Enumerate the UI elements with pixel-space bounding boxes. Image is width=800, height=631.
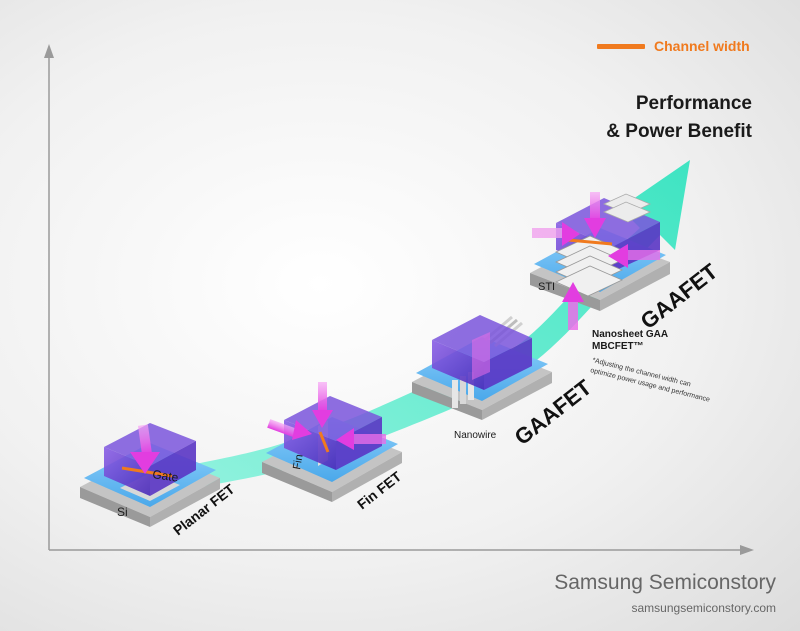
finfet-force-arrow-left <box>267 419 299 438</box>
fin-label: Fin <box>291 453 305 470</box>
si-label: Si <box>117 505 128 519</box>
nanosheet-force-arrow-bottom <box>568 300 578 330</box>
planar-fet-device <box>80 423 220 527</box>
nanowire-pink-glow <box>472 332 490 380</box>
planar-force-arrow <box>137 424 153 456</box>
nanosheet-channel-line <box>567 238 613 246</box>
brand-name: Samsung Semiconstory <box>554 571 776 594</box>
x-axis-arrowhead <box>740 545 754 555</box>
nanowire-stack <box>452 372 474 408</box>
finfet-force-arrow-top <box>318 382 327 412</box>
nanosheet-gaafet-device <box>530 192 670 330</box>
nanosheet-back-sheets <box>602 193 652 223</box>
sti-label: STI <box>538 281 555 293</box>
y-axis-arrowhead <box>44 44 54 58</box>
nanosheet-force-arrow-top <box>590 192 600 222</box>
benefit-line-1: Performance <box>635 93 752 114</box>
planar-channel-line <box>121 466 173 478</box>
nanowire-label: Nanowire <box>454 430 497 441</box>
finfet-force-arrow-right <box>352 434 386 444</box>
channel-width-legend-label: Channel width <box>654 38 750 54</box>
channel-width-legend-swatch <box>597 44 645 49</box>
fin-fet-device <box>262 382 402 502</box>
nanosheet-gaa-label: Nanosheet GAA <box>592 329 668 340</box>
mbcfet-label: MBCFET™ <box>592 341 644 352</box>
brand-url: samsungsemiconstory.com <box>631 601 777 615</box>
nanosheet-force-arrow-left <box>532 228 566 238</box>
finfet-channel-line <box>318 431 330 453</box>
performance-benefit-title: Performance & Power Benefit <box>606 90 752 146</box>
benefit-line-2: & Power Benefit <box>606 121 752 142</box>
nanowire-gaafet-device <box>412 315 552 420</box>
gate-label: Gate <box>152 467 180 485</box>
axes <box>44 44 754 555</box>
nanosheet-force-arrow-right <box>624 250 660 260</box>
